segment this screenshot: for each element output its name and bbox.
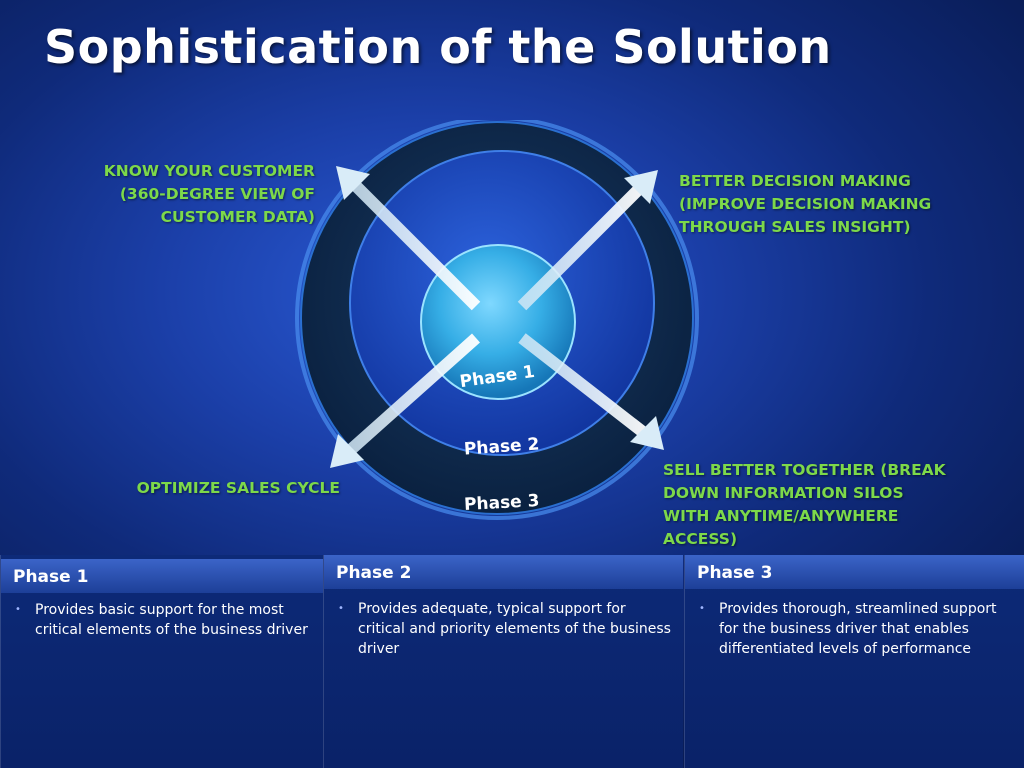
callout-know-your-customer: KNOW YOUR CUSTOMER (360-DEGREE VIEW OF C… [60, 160, 315, 229]
phase-3-panel: Phase 3 • Provides thorough, streamlined… [684, 555, 1024, 768]
phase-ring-diagram: Phase 1 Phase 2 Phase 3 [295, 120, 699, 520]
callout-line: (360-DEGREE VIEW OF [119, 185, 315, 203]
phase-1-panel: Phase 1 • Provides basic support for the… [0, 555, 323, 768]
phase-2-panel-header: Phase 2 [324, 555, 683, 589]
arrow-up-left [347, 177, 481, 311]
bullet-icon: • [699, 603, 705, 614]
arrow-head-down-right [630, 416, 664, 450]
phase-3-bullet-list: • Provides thorough, streamlined support… [697, 599, 1015, 659]
bullet-text: Provides thorough, streamlined support f… [719, 601, 997, 657]
callout-line: OPTIMIZE SALES CYCLE [136, 479, 340, 497]
outer-ring-glow [295, 120, 699, 520]
list-item: • Provides basic support for the most cr… [13, 600, 313, 640]
phase-1-panel-header: Phase 1 [1, 559, 323, 593]
callout-better-decision-making: BETTER DECISION MAKING (IMPROVE DECISION… [679, 170, 979, 239]
callout-line: WITH ANYTIME/ANYWHERE [663, 507, 899, 525]
phase-2-panel: Phase 2 • Provides adequate, typical sup… [323, 555, 683, 768]
callout-line: CUSTOMER DATA) [160, 208, 315, 226]
arrow-head-down-left [330, 434, 364, 468]
callout-optimize-sales-cycle: OPTIMIZE SALES CYCLE [100, 477, 340, 500]
phase-2-bullet-list: • Provides adequate, typical support for… [336, 599, 673, 659]
arrow-head-up-left [336, 166, 370, 200]
phase-1-bullet-list: • Provides basic support for the most cr… [13, 600, 313, 640]
arrow-down-right [518, 333, 652, 441]
callout-line: (IMPROVE DECISION MAKING [679, 195, 932, 213]
callout-line: SELL BETTER TOGETHER (BREAK [663, 461, 946, 479]
callout-line: DOWN INFORMATION SILOS [663, 484, 904, 502]
callout-sell-better-together: SELL BETTER TOGETHER (BREAK DOWN INFORMA… [663, 459, 993, 551]
bullet-text: Provides adequate, typical support for c… [358, 601, 671, 657]
bullet-icon: • [338, 603, 344, 614]
bullet-icon: • [15, 604, 21, 615]
arrow-down-left [342, 333, 480, 459]
arrows [330, 166, 664, 468]
callout-line: THROUGH SALES INSIGHT) [679, 218, 911, 236]
ring-label-phase-3: Phase 3 [464, 491, 540, 515]
callout-line: ACCESS) [663, 530, 738, 548]
bullet-text: Provides basic support for the most crit… [35, 602, 308, 638]
list-item: • Provides adequate, typical support for… [336, 599, 673, 659]
callout-line: KNOW YOUR CUSTOMER [103, 162, 315, 180]
phase-3-panel-header: Phase 3 [685, 555, 1024, 589]
arrow-up-right [517, 181, 647, 311]
list-item: • Provides thorough, streamlined support… [697, 599, 1015, 659]
slide-title: Sophistication of the Solution [44, 20, 832, 74]
callout-line: BETTER DECISION MAKING [679, 172, 911, 190]
arrow-head-up-right [624, 170, 658, 204]
